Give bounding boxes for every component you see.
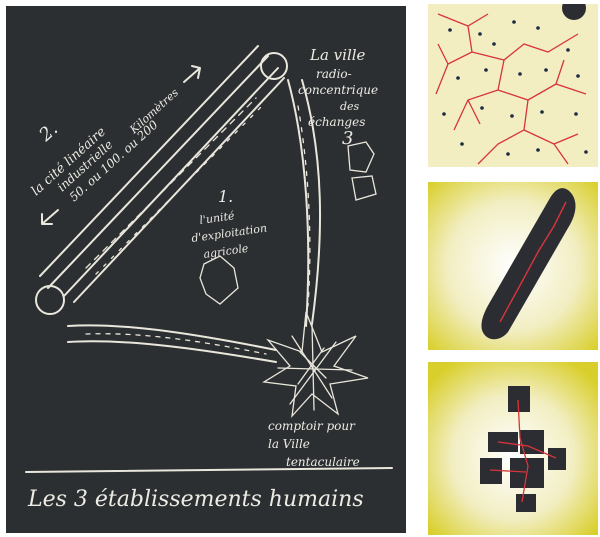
lower-band	[68, 325, 276, 362]
ville-line-5: échanges	[308, 115, 365, 129]
number-3: 3	[342, 128, 353, 149]
ville-line-2: radio-	[316, 67, 352, 81]
comptoir-line-3: tentaculaire	[286, 455, 360, 469]
chalkboard-drawing: La ville radio- concentrique des échange…	[6, 6, 406, 533]
arrow-down-left	[42, 210, 58, 224]
arrow-up-right	[184, 66, 200, 82]
comptoir-line-1: comptoir pour	[268, 419, 356, 433]
radial-density-map	[428, 362, 598, 535]
exchange-city-blocks	[348, 142, 376, 200]
comptoir-line-2: la Ville	[268, 437, 310, 451]
map-panel-network	[428, 4, 598, 167]
label-comptoir: comptoir pour la Ville tentaculaire	[268, 419, 360, 469]
map-panel-radial	[428, 362, 598, 535]
ville-line-1: La ville	[309, 46, 366, 64]
sketch-title: Les 3 établissements humains	[27, 487, 364, 512]
agricultural-unit-shape	[200, 256, 238, 304]
node-circle-top	[261, 53, 287, 79]
unite-line-1: l'unité	[199, 209, 236, 227]
number-1: 1.	[218, 187, 233, 206]
ville-line-4: des	[340, 100, 360, 113]
title-underline	[26, 468, 392, 472]
label-cite-lineaire: la cité linéaire industrielle 50. ou 100…	[29, 86, 182, 204]
node-circle-left	[36, 286, 64, 314]
chalkboard-sketch: La ville radio- concentrique des échange…	[6, 6, 406, 533]
network-map	[428, 4, 598, 167]
linear-density-map	[428, 182, 598, 350]
map-panel-linear	[428, 182, 598, 350]
tentacular-city-scribble	[264, 312, 368, 416]
label-unite-agricole: l'unité d'exploitation agricole	[191, 209, 268, 261]
ville-line-3: concentrique	[298, 83, 378, 97]
label-ville-radio: La ville radio- concentrique des échange…	[298, 46, 378, 129]
unite-line-3: agricole	[203, 242, 250, 261]
number-2: 2.	[35, 119, 63, 147]
